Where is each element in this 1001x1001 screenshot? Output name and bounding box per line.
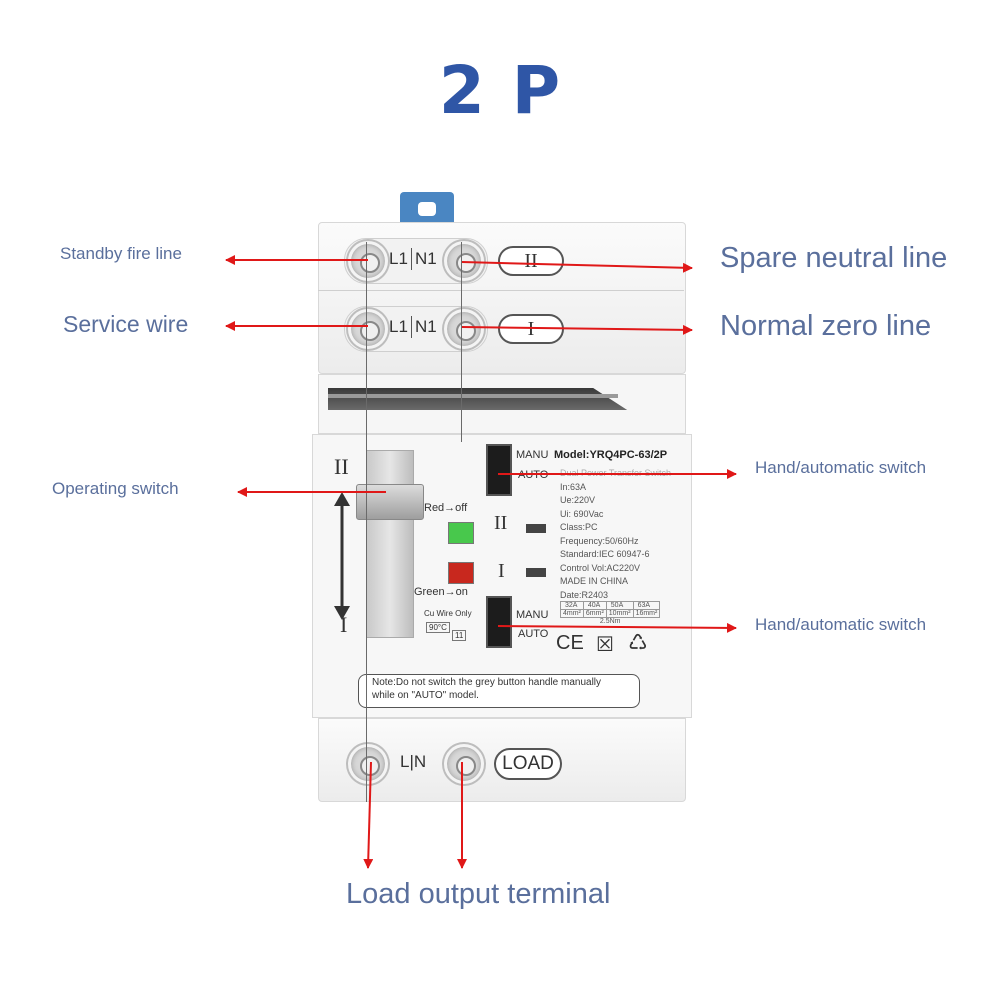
indicator-i-slot — [526, 568, 546, 577]
callout-spare-neutral-line: Spare neutral line — [720, 242, 948, 274]
guide-line-right — [461, 242, 462, 442]
callout-service-wire: Service wire — [63, 311, 189, 337]
row1-marker-pill: II — [498, 246, 564, 276]
terminal-l1-normal[interactable] — [348, 309, 388, 349]
rating-section: 10mm² — [605, 609, 634, 618]
spec-line: Ui: 690Vac — [560, 508, 604, 519]
green-on-label: Green→on — [414, 586, 468, 598]
auto-label-bottom: AUTO — [518, 628, 549, 640]
operating-lever-handle[interactable] — [356, 484, 424, 520]
arrow-spare-neutral-line — [461, 261, 693, 273]
row2-l1-label: L1 — [389, 317, 408, 336]
row1-l1-label: L1 — [389, 249, 408, 268]
temp-rating: 90°C — [426, 622, 450, 633]
arrow-hand-auto-bottom — [497, 622, 737, 633]
din-clip-notch — [418, 202, 436, 216]
spec-line: Frequency:50/60Hz — [560, 535, 639, 546]
decor-stripe — [328, 388, 668, 410]
auto-manu-switch-bottom[interactable] — [486, 596, 512, 648]
ce-mark-icon: CE — [556, 632, 584, 654]
auto-manu-switch-top[interactable] — [486, 444, 512, 496]
model-label: Model:YRQ4PC-63/2P — [554, 449, 668, 461]
cu-wire-label: Cu Wire Only — [424, 609, 472, 618]
manu-label-bottom: MANU — [516, 609, 549, 621]
spec-line: Ue:220V — [560, 495, 596, 505]
callout-hand-auto-switch-bottom: Hand/automatic switch — [755, 615, 927, 634]
note-line-2: while on "AUTO" model. — [372, 690, 479, 701]
warning-note — [358, 674, 640, 708]
load-pill: LOAD — [494, 748, 562, 780]
callout-operating-switch: Operating switch — [52, 479, 179, 498]
note-line-1: Note:Do not switch the grey button handl… — [372, 677, 602, 688]
rating-torque: 2.5Nm — [599, 618, 621, 625]
indicator-i-label: I — [498, 560, 505, 582]
page-title: 2 P — [438, 52, 563, 129]
arrow-load-l — [363, 761, 374, 869]
lever-track — [366, 450, 414, 638]
rating-table: 32A 40A 50A 63A 4mm² 6mm² 10mm² 16mm² 2.… — [560, 601, 661, 625]
recycle-icon: ♺ — [628, 630, 648, 655]
arrow-normal-zero-line — [461, 324, 693, 335]
rating-section: 6mm² — [582, 609, 607, 618]
indicator-ii-slot — [526, 524, 546, 533]
callout-normal-zero-line: Normal zero line — [720, 310, 932, 342]
guide-line-left — [366, 242, 367, 802]
spec-line: Standard:IEC 60947-6 — [560, 549, 650, 559]
manu-label-top: MANU — [516, 449, 549, 461]
row2-n1-label: N1 — [415, 317, 437, 336]
temp-value: 11 — [452, 630, 467, 641]
red-indicator-window — [448, 562, 474, 584]
terminal-load-n[interactable] — [444, 744, 484, 784]
load-ln-label: L|N — [400, 752, 427, 771]
spec-line: Class:PC — [560, 522, 598, 532]
spec-line: MADE IN CHINA — [560, 576, 629, 586]
rating-section: 16mm² — [632, 609, 661, 618]
callout-load-output-terminal: Load output terminal — [346, 878, 611, 910]
indicator-ii-label: II — [494, 512, 508, 534]
transfer-switch-device: L1 N1 II L1 N1 I II I Red→off Green→on C… — [312, 192, 692, 802]
lever-position-ii: II — [334, 454, 349, 479]
spec-line: Date:R2403 — [560, 589, 609, 600]
lever-travel-arrow — [334, 492, 350, 620]
callout-hand-auto-switch-top: Hand/automatic switch — [755, 458, 927, 477]
row1-n1-label: N1 — [415, 249, 437, 268]
callout-standby-fire-line: Standby fire line — [60, 244, 182, 263]
weee-bin-icon: ☒ — [596, 634, 614, 656]
red-off-label: Red→off — [424, 502, 468, 514]
terminal-load-l[interactable] — [348, 744, 388, 784]
spec-line: Control Vol:AC220V — [560, 562, 641, 573]
lever-position-i: I — [340, 612, 348, 637]
spec-line: In:63A — [560, 481, 587, 492]
green-indicator-window — [448, 522, 474, 544]
